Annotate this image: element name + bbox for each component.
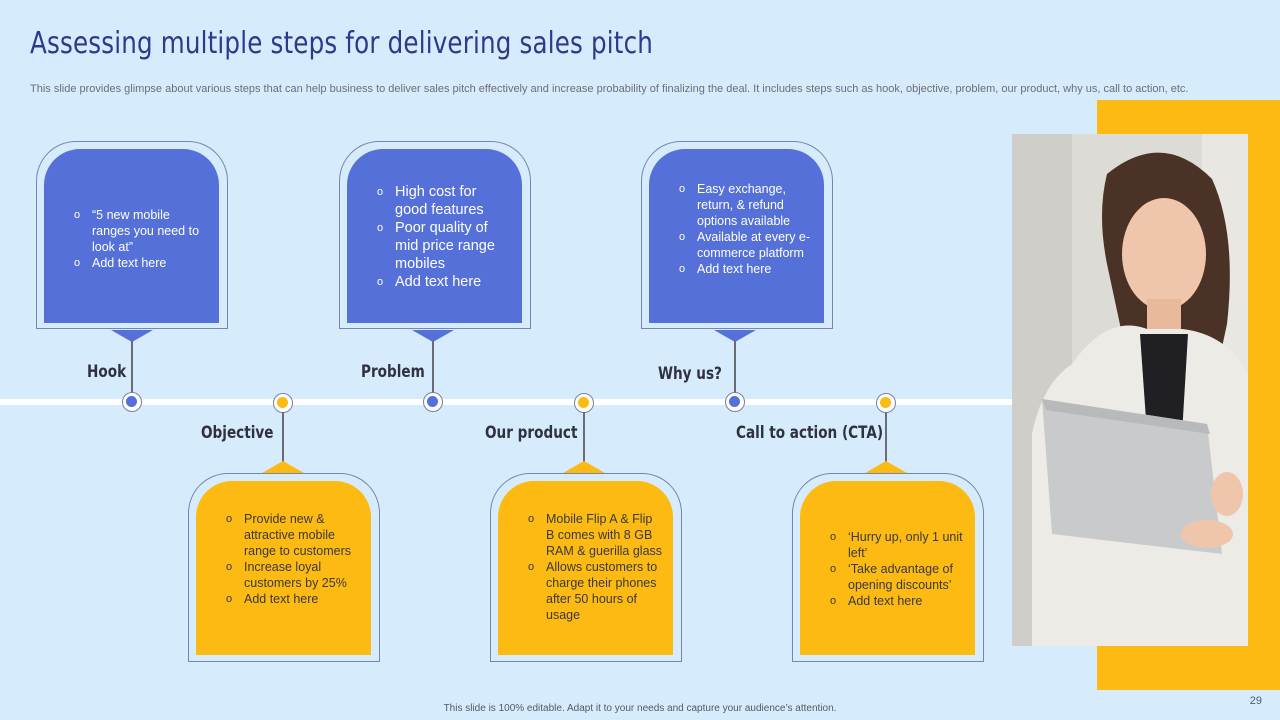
problem-item: Add text here [377, 273, 512, 291]
cta-card-frame: ‘Hurry up, only 1 unit left’ ‘Take advan… [792, 473, 984, 662]
problem-list: High cost for good features Poor quality… [377, 183, 512, 291]
hook-list: “5 new mobile ranges you need to look at… [74, 207, 209, 271]
whyus-item: Easy exchange, return, & refund options … [679, 181, 814, 229]
cta-pointer [865, 461, 907, 473]
problem-label: Problem [361, 362, 425, 382]
problem-connector [432, 341, 434, 393]
businesswoman-photo [1012, 134, 1248, 646]
product-item: Allows customers to charge their phones … [528, 559, 663, 623]
problem-card-frame: High cost for good features Poor quality… [339, 141, 531, 329]
whyus-pointer [714, 330, 756, 342]
hook-label: Hook [87, 362, 127, 382]
cta-dot [876, 393, 896, 413]
hook-card-frame: “5 new mobile ranges you need to look at… [36, 141, 228, 329]
problem-item: High cost for good features [377, 183, 512, 219]
hook-card: “5 new mobile ranges you need to look at… [44, 149, 219, 323]
hook-connector [131, 341, 133, 393]
whyus-card-frame: Easy exchange, return, & refund options … [641, 141, 833, 329]
objective-item: Increase loyal customers by 25% [226, 559, 361, 591]
businesswoman-illustration [1012, 134, 1248, 646]
problem-pointer [412, 330, 454, 342]
product-list: Mobile Flip A & Flip B comes with 8 GB R… [528, 511, 663, 623]
cta-card: ‘Hurry up, only 1 unit left’ ‘Take advan… [800, 481, 975, 655]
hook-pointer [111, 330, 153, 342]
objective-connector [282, 412, 284, 462]
product-connector [583, 412, 585, 462]
whyus-connector [734, 341, 736, 393]
cta-label: Call to action (CTA) [736, 423, 884, 443]
problem-item: Poor quality of mid price range mobiles [377, 219, 512, 273]
footer-note: This slide is 100% editable. Adapt it to… [443, 703, 837, 714]
objective-label: Objective [201, 423, 274, 443]
whyus-item: Add text here [679, 261, 814, 277]
product-pointer [563, 461, 605, 473]
objective-pointer [262, 461, 304, 473]
hook-item: Add text here [74, 255, 209, 271]
product-card-frame: Mobile Flip A & Flip B comes with 8 GB R… [490, 473, 682, 662]
product-label: Our product [485, 423, 578, 443]
cta-item: ‘Hurry up, only 1 unit left’ [830, 529, 965, 561]
hook-item: “5 new mobile ranges you need to look at… [74, 207, 209, 255]
product-card: Mobile Flip A & Flip B comes with 8 GB R… [498, 481, 673, 655]
hook-dot [122, 392, 142, 412]
whyus-dot [725, 392, 745, 412]
timeline-line [0, 399, 1012, 405]
objective-card: Provide new & attractive mobile range to… [196, 481, 371, 655]
problem-dot [423, 392, 443, 412]
whyus-list: Easy exchange, return, & refund options … [679, 181, 814, 277]
product-item: Mobile Flip A & Flip B comes with 8 GB R… [528, 511, 663, 559]
cta-connector [885, 412, 887, 462]
objective-item: Add text here [226, 591, 361, 607]
page-number: 29 [1249, 695, 1262, 707]
cta-item: ‘Take advantage of opening discounts’ [830, 561, 965, 593]
cta-item: Add text here [830, 593, 965, 609]
objective-card-frame: Provide new & attractive mobile range to… [188, 473, 380, 662]
slide-title: Assessing multiple steps for delivering … [30, 26, 654, 61]
whyus-item: Available at every e-commerce platform [679, 229, 814, 261]
objective-dot [273, 393, 293, 413]
whyus-card: Easy exchange, return, & refund options … [649, 149, 824, 323]
product-dot [574, 393, 594, 413]
cta-list: ‘Hurry up, only 1 unit left’ ‘Take advan… [830, 529, 965, 609]
objective-item: Provide new & attractive mobile range to… [226, 511, 361, 559]
slide-subtitle: This slide provides glimpse about variou… [30, 83, 1189, 95]
whyus-label: Why us? [658, 364, 722, 384]
objective-list: Provide new & attractive mobile range to… [226, 511, 361, 607]
problem-card: High cost for good features Poor quality… [347, 149, 522, 323]
